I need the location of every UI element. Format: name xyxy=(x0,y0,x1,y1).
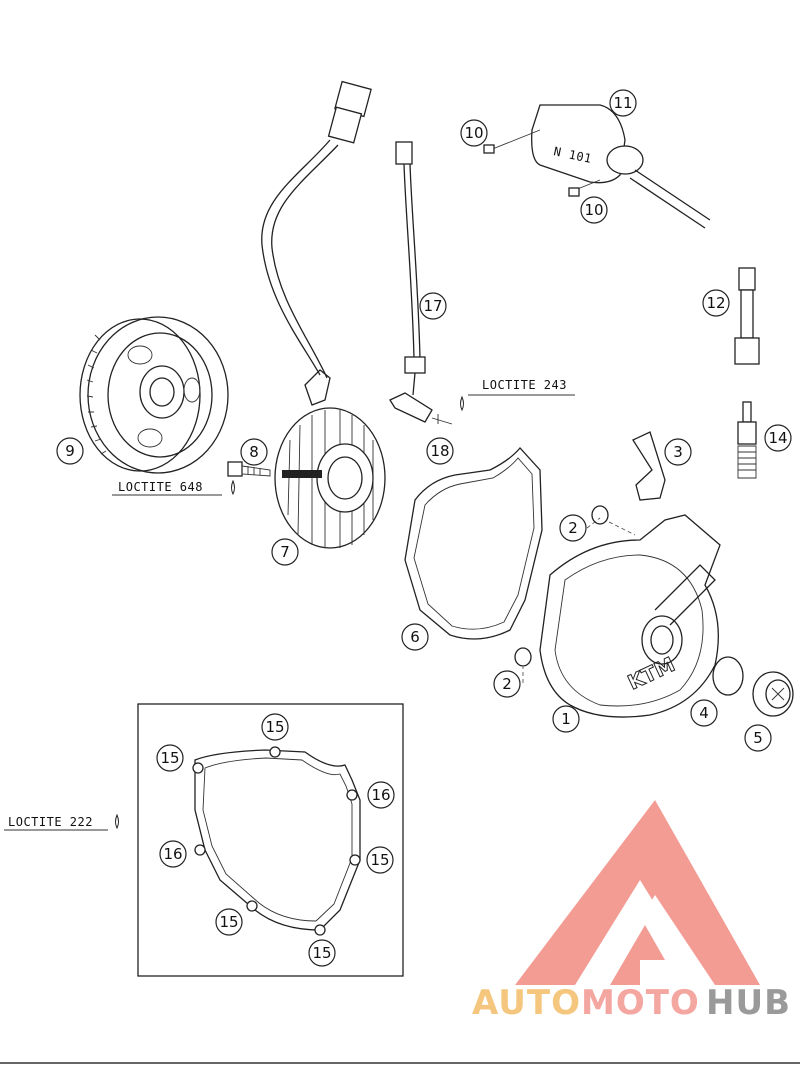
stator-bolt xyxy=(227,461,271,477)
callout-15: 15 xyxy=(308,939,336,967)
callout-number: 14 xyxy=(768,429,787,447)
watermark-moto: MOTO xyxy=(581,983,700,1023)
callout-circle xyxy=(552,705,580,733)
callout-18: 18 xyxy=(426,437,454,465)
loctite-648-label: LOCTITE 648 xyxy=(118,480,203,494)
callout-2: 2 xyxy=(559,514,587,542)
callout-number: 18 xyxy=(430,442,449,460)
callout-circle xyxy=(271,538,299,566)
o-ring xyxy=(712,656,744,696)
callout-10: 10 xyxy=(580,196,608,224)
callout-9: 9 xyxy=(56,437,84,465)
loctite-243-label: LOCTITE 243 xyxy=(482,378,567,392)
callout-3: 3 xyxy=(664,438,692,466)
stator xyxy=(261,80,386,549)
watermark-auto: AUTO xyxy=(472,983,581,1023)
callout-number: 17 xyxy=(423,297,442,315)
callout-15: 15 xyxy=(261,713,289,741)
callout-circle xyxy=(366,846,394,874)
callout-circle xyxy=(156,744,184,772)
loctite-243-callout: LOCTITE 243 xyxy=(460,378,575,412)
callout-8: 8 xyxy=(240,438,268,466)
cover-gasket xyxy=(404,447,543,640)
callout-circle xyxy=(419,292,447,320)
ignition-coil: N 101 xyxy=(483,104,711,229)
callout-circle xyxy=(664,438,692,466)
ignition-cover: KTM xyxy=(539,514,721,718)
callout-circle xyxy=(308,939,336,967)
callout-number: 15 xyxy=(370,851,389,869)
callout-number: 12 xyxy=(706,294,725,312)
gasket-detail-box xyxy=(137,703,404,977)
callout-circle xyxy=(56,437,84,465)
callout-number: 9 xyxy=(65,442,75,460)
callout-6: 6 xyxy=(401,623,429,651)
callout-circle xyxy=(367,781,395,809)
callout-circle xyxy=(401,623,429,651)
callout-circle xyxy=(764,424,792,452)
callout-number: 16 xyxy=(371,786,390,804)
callout-number: 10 xyxy=(464,124,483,142)
spark-plug xyxy=(737,401,757,479)
callout-16: 16 xyxy=(367,781,395,809)
callout-11: 11 xyxy=(609,89,637,117)
callout-1: 1 xyxy=(552,705,580,733)
callout-circle xyxy=(261,713,289,741)
callout-number: 4 xyxy=(699,704,709,722)
callout-circle xyxy=(702,289,730,317)
callout-number: 2 xyxy=(502,675,512,693)
callout-number: 8 xyxy=(249,443,259,461)
callout-17: 17 xyxy=(419,292,447,320)
callout-7: 7 xyxy=(271,538,299,566)
callout-number: 5 xyxy=(753,729,763,747)
callout-circle xyxy=(215,908,243,936)
callout-12: 12 xyxy=(702,289,730,317)
callout-number: 16 xyxy=(163,845,182,863)
callout-5: 5 xyxy=(744,724,772,752)
callout-14: 14 xyxy=(764,424,792,452)
callout-10: 10 xyxy=(460,119,488,147)
callout-number: 6 xyxy=(410,628,420,646)
callout-number: 11 xyxy=(613,94,632,112)
flywheel-rotor xyxy=(79,316,229,474)
loctite-648-callout: LOCTITE 648 xyxy=(112,479,235,496)
cable-clip xyxy=(632,431,666,501)
callout-number: 15 xyxy=(219,913,238,931)
callout-circle xyxy=(426,437,454,465)
callout-circle xyxy=(580,196,608,224)
callout-circle xyxy=(690,699,718,727)
callout-circle xyxy=(493,670,521,698)
callout-number: 15 xyxy=(312,944,331,962)
callout-number: 15 xyxy=(160,749,179,767)
dowel-pins xyxy=(514,505,609,667)
callout-number: 3 xyxy=(673,443,683,461)
callout-4: 4 xyxy=(690,699,718,727)
callout-15: 15 xyxy=(156,744,184,772)
loctite-222-callout: LOCTITE 222 xyxy=(4,813,119,831)
callout-circle xyxy=(460,119,488,147)
callout-circle xyxy=(744,724,772,752)
callout-circle xyxy=(559,514,587,542)
callout-15: 15 xyxy=(215,908,243,936)
callout-number: 2 xyxy=(568,519,578,537)
callout-number: 10 xyxy=(584,201,603,219)
callout-number: 7 xyxy=(280,543,290,561)
callout-circle xyxy=(159,840,187,868)
plug-screw xyxy=(752,671,794,717)
pickup-sensor xyxy=(389,141,453,425)
callout-2: 2 xyxy=(493,670,521,698)
callout-number: 1 xyxy=(561,710,571,728)
spark-plug-cap xyxy=(734,267,760,365)
callout-circles: 1 2 2 3 4 5 6 7 8 9 10 10 11 12 14 15 15… xyxy=(56,89,792,967)
callout-15: 15 xyxy=(366,846,394,874)
watermark-text: AUTO MOTO HUB xyxy=(472,983,791,1023)
watermark-hub: HUB xyxy=(706,983,791,1023)
callout-circle xyxy=(240,438,268,466)
callout-number: 15 xyxy=(265,718,284,736)
callout-circle xyxy=(609,89,637,117)
callout-16: 16 xyxy=(159,840,187,868)
watermark-logo xyxy=(515,800,760,985)
loctite-222-label: LOCTITE 222 xyxy=(8,815,93,829)
